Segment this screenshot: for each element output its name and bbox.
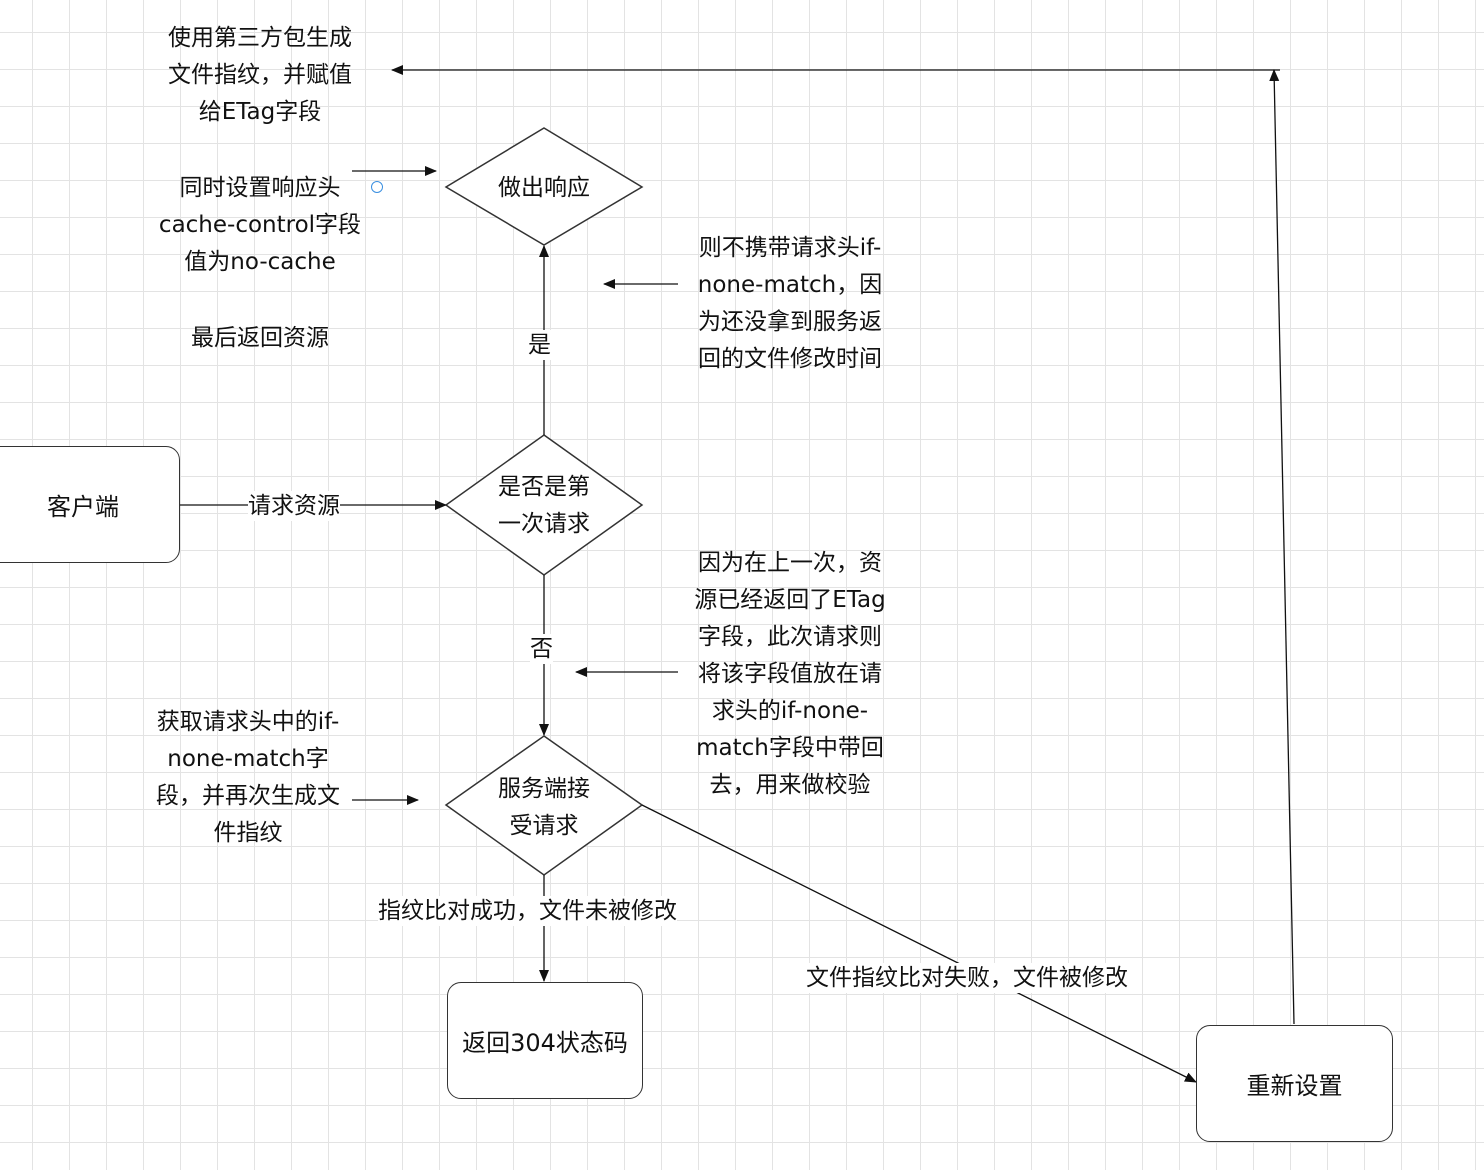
note-etag-returned: 因为在上一次，资 源已经返回了ETag 字段，此次请求则 将该字段值放在请 求头… [694, 550, 886, 798]
edge-label-yes: 是 [528, 330, 551, 360]
note-get-if-none-match: 获取请求头中的if- none-match字 段，并再次生成文 件指纹 [156, 709, 340, 846]
note-generate-etag: 使用第三方包生成 文件指纹，并赋值 给ETag字段 [168, 25, 352, 125]
edge-label-fingerprint-mismatch: 文件指纹比对失败，文件被修改 [806, 963, 1128, 993]
reset-node[interactable]: 重新设置 [1196, 1025, 1393, 1142]
client-node[interactable]: 客户端 [0, 446, 180, 563]
first-request-label: 是否是第 一次请求 [498, 474, 590, 537]
edge-label-fingerprint-match: 指纹比对成功，文件未被修改 [378, 896, 677, 926]
note-no-if-none-match: 则不携带请求头if- none-match，因 为还没拿到服务返 回的文件修改时… [697, 235, 883, 372]
respond-label: 做出响应 [498, 174, 590, 201]
connection-point-icon[interactable] [371, 181, 383, 193]
server-receive-label: 服务端接 受请求 [498, 776, 590, 839]
edge-mismatch[interactable] [641, 804, 1197, 1083]
note-cache-control: 同时设置响应头 cache-control字段 值为no-cache [158, 175, 362, 275]
return-304-node[interactable]: 返回304状态码 [447, 982, 643, 1099]
edge-label-request-resource: 请求资源 [248, 491, 340, 521]
edge-label-no: 否 [530, 634, 553, 664]
note-return-resource: 最后返回资源 [191, 325, 329, 351]
edge-reset-up[interactable] [1269, 69, 1295, 1025]
